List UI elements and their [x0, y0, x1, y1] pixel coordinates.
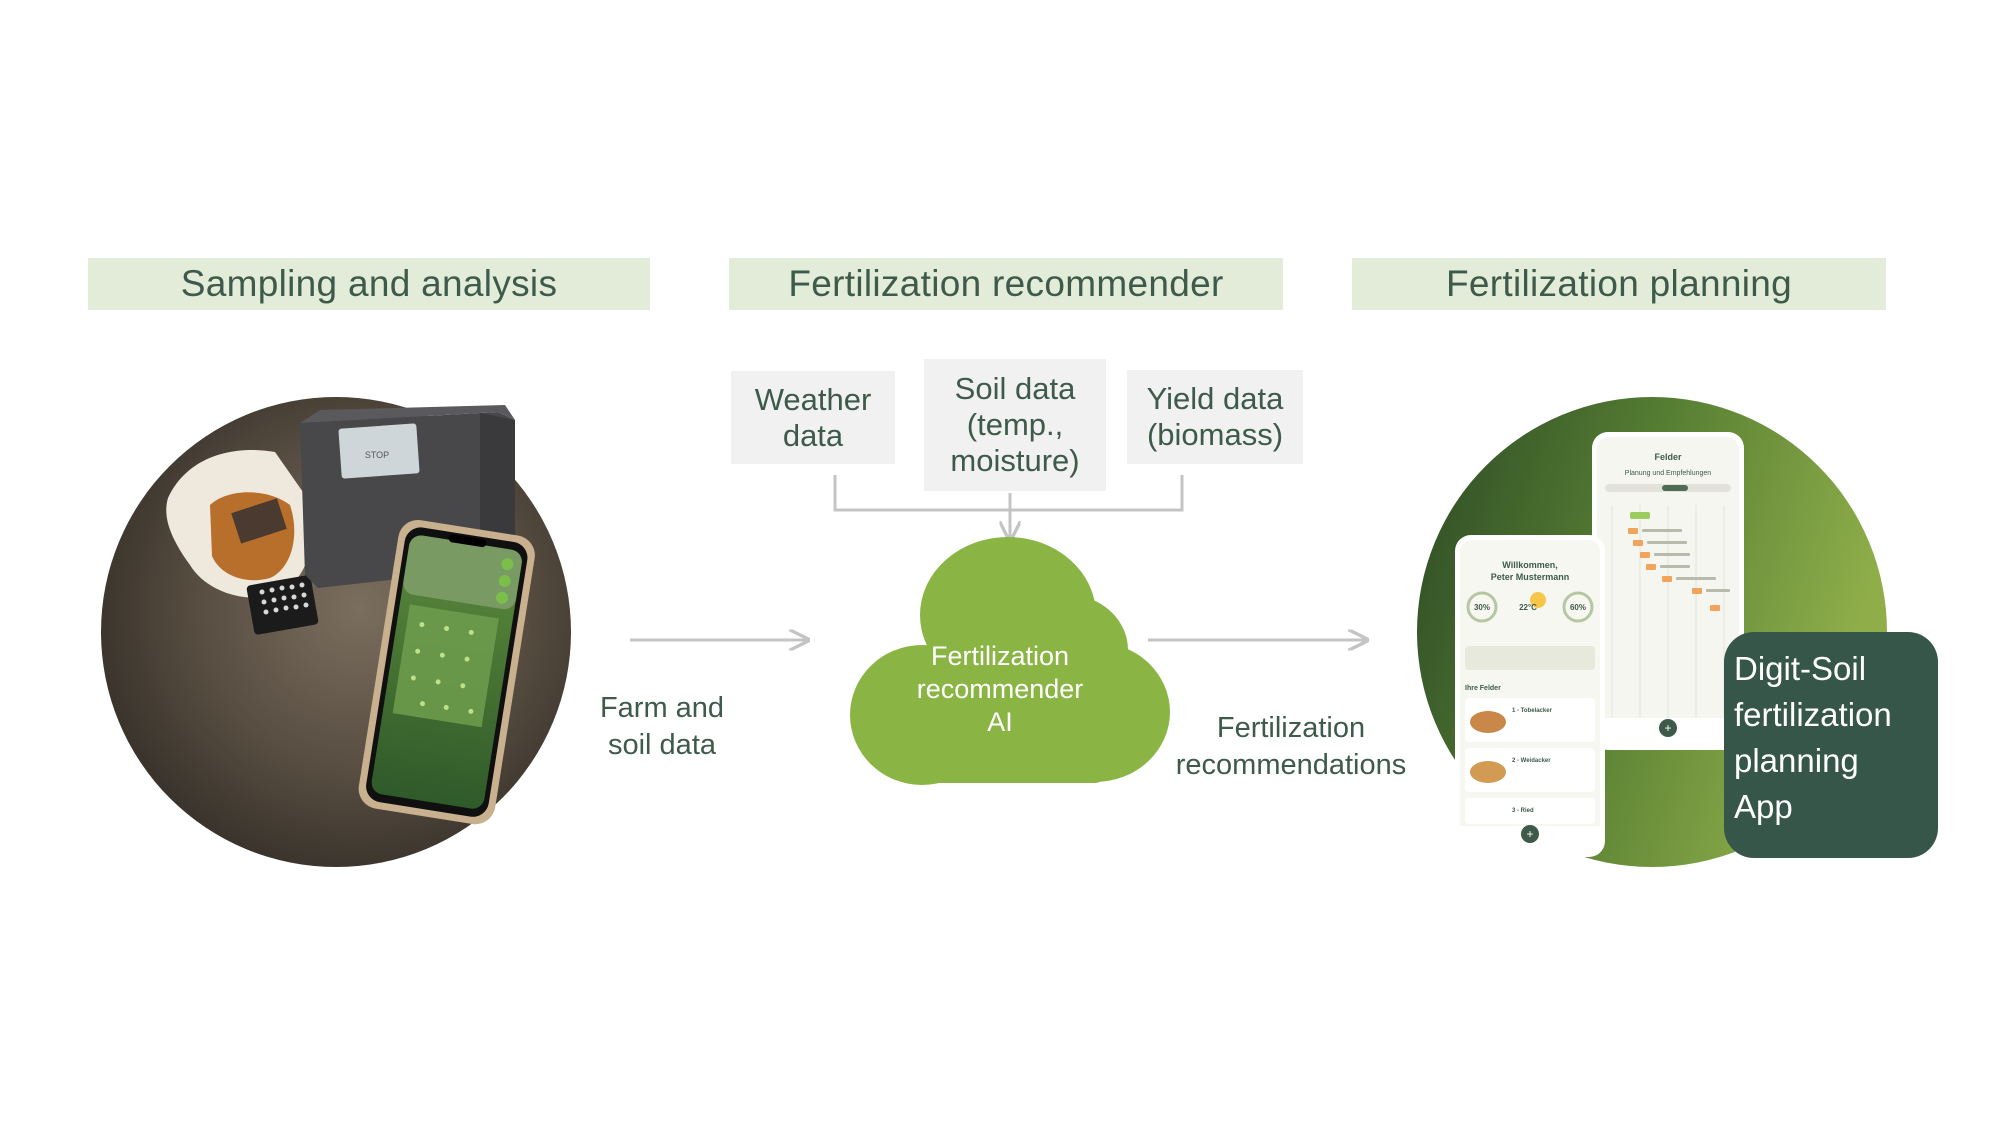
- front-phone-stat1: 30%: [1474, 603, 1490, 612]
- back-phone-title: Felder: [1654, 452, 1682, 462]
- svg-text:+: +: [1526, 827, 1533, 841]
- ai-cloud-shape: [850, 537, 1170, 785]
- ai-cloud-label-line3: AI: [987, 707, 1013, 737]
- ai-cloud-label: Fertilization recommender AI: [880, 640, 1120, 739]
- app-badge-line3: planning: [1734, 742, 1859, 779]
- device-stop-label: STOP: [365, 450, 389, 460]
- front-phone-welcome: Willkommen,: [1502, 560, 1557, 570]
- input-soil-label: Soil data (temp., moisture): [950, 371, 1080, 478]
- front-phone-stat3: 60%: [1570, 603, 1586, 612]
- app-badge-line2: fertilization: [1734, 696, 1892, 733]
- front-phone-field2: 2 - Weidacker: [1512, 758, 1551, 764]
- front-phone-field1: 1 - Tobelacker: [1512, 708, 1553, 714]
- input-weather-data: Weather data: [731, 371, 895, 464]
- front-phone-section: Ihre Felder: [1465, 685, 1501, 692]
- front-phone-field3: 3 - Ried: [1512, 808, 1534, 814]
- app-badge-line4: App: [1734, 788, 1793, 825]
- input-yield-data: Yield data (biomass): [1127, 370, 1303, 464]
- app-name-badge: Digit-Soil fertilization planning App: [1724, 632, 1938, 858]
- section-header-planning: Fertilization planning: [1352, 258, 1886, 310]
- app-badge-line1: Digit-Soil: [1734, 650, 1867, 687]
- flow-label-recommendations: Fertilization recommendations: [1175, 712, 1407, 781]
- ai-cloud-label-line1: Fertilization: [930, 641, 1070, 671]
- sampling-illustration: STOP: [101, 397, 571, 867]
- input-weather-label: Weather data: [754, 381, 872, 453]
- svg-text:+: +: [1664, 721, 1671, 735]
- section-header-sampling: Sampling and analysis: [88, 258, 650, 310]
- input-soil-data: Soil data (temp., moisture): [924, 359, 1106, 491]
- back-phone-subtitle: Planung und Empfehlungen: [1625, 470, 1712, 477]
- flow-label-farm-soil: Farm and soil data: [599, 692, 725, 761]
- input-yield-label: Yield data (biomass): [1146, 381, 1284, 452]
- section-header-recommender: Fertilization recommender: [729, 258, 1283, 310]
- ai-cloud-label-line2: recommender: [916, 674, 1084, 704]
- front-phone-user: Peter Mustermann: [1491, 572, 1570, 582]
- inputs-merge-bracket: [833, 475, 1184, 538]
- front-phone-stat2: 22°C: [1519, 603, 1537, 612]
